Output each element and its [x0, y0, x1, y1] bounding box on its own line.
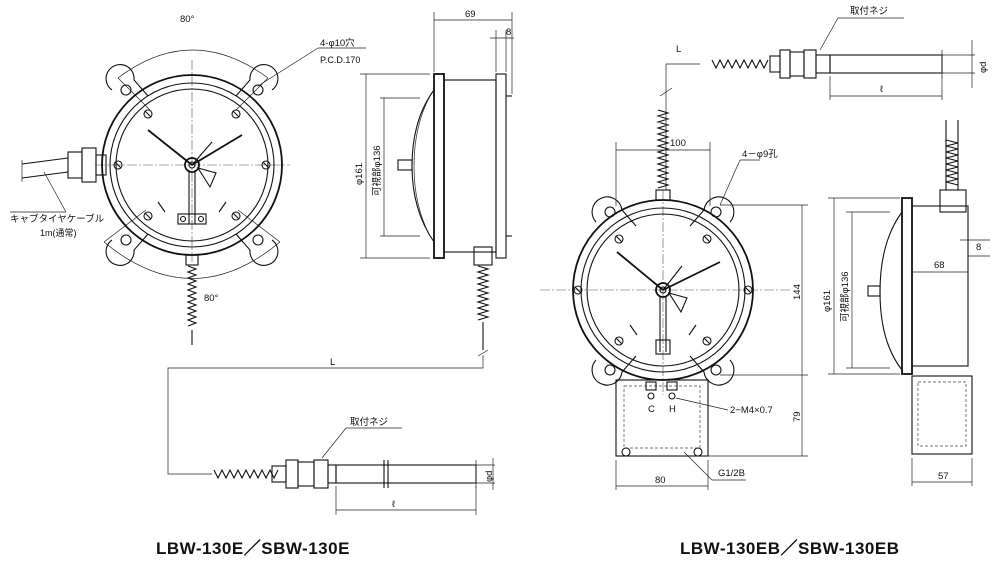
right-dim-57: 57	[938, 471, 949, 482]
left-holes-label: 4-φ10穴	[320, 37, 355, 49]
left-lug-bl	[105, 233, 149, 266]
right-conduit-label: G1/2B	[718, 468, 745, 479]
right-sensor-view	[659, 17, 975, 190]
right-dim-80: 80	[655, 475, 666, 486]
right-dim-100: 100	[670, 138, 686, 149]
right-dim-8: 8	[976, 242, 981, 253]
right-dim-L: L	[676, 44, 681, 55]
right-model-caption: LBW-130EB／SBW-130EB	[680, 538, 899, 558]
left-dim-69: 69	[465, 9, 476, 20]
right-dim-visible: 可視部φ136	[839, 271, 851, 322]
right-dim-ell: ℓ	[880, 84, 884, 95]
left-mount-thread: 取付ネジ	[350, 417, 388, 428]
left-dim-phi-d: φd	[484, 471, 495, 482]
right-terminal-h: H	[669, 404, 676, 415]
right-dim-d161: φ161	[822, 290, 833, 312]
left-dim-visible: 可視部φ136	[371, 145, 383, 196]
left-sensor-view	[167, 349, 495, 515]
left-model-caption: LBW-130E／SBW-130E	[156, 538, 350, 558]
left-lug-tl	[105, 64, 149, 97]
left-cable-length-label: 1m(通常)	[40, 227, 77, 238]
right-dim-phi-d: φd	[978, 62, 989, 73]
left-pcd-label: P.C.D.170	[320, 55, 360, 65]
left-lug-tr	[235, 64, 279, 97]
right-side-view	[828, 120, 990, 486]
left-angle-top-label: 80°	[180, 14, 195, 25]
left-dim-ell: ℓ	[392, 499, 396, 510]
left-dim-8: 8	[506, 27, 511, 38]
right-dim-68: 68	[934, 260, 945, 271]
left-dim-d161: φ161	[354, 163, 365, 185]
right-holes-label: 4－φ9孔	[742, 149, 778, 160]
right-dim-144: 144	[792, 284, 803, 300]
right-screw-label: 2−M4×0.7	[730, 405, 773, 416]
left-dim-L: L	[330, 357, 335, 368]
left-front-view	[10, 47, 366, 345]
left-lug-br	[235, 233, 279, 266]
right-dim-79: 79	[792, 411, 803, 422]
left-angle-bottom-label: 80°	[204, 293, 219, 304]
right-front-view	[540, 109, 808, 490]
right-terminal-c: C	[648, 404, 655, 415]
left-cable-label: キャブタイヤケーブル	[10, 213, 105, 225]
right-mount-thread: 取付ネジ	[850, 6, 888, 17]
left-side-view	[360, 12, 514, 350]
